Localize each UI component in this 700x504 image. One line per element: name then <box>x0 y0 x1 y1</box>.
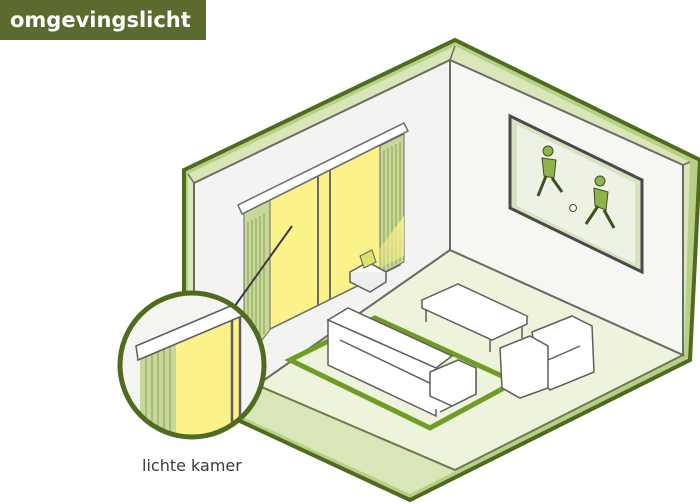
coffee-table <box>420 283 529 352</box>
soccer-players-icon <box>536 145 616 229</box>
caption-label: lichte kamer <box>142 456 242 475</box>
projector-icon <box>348 216 404 293</box>
page-title: omgevingslicht <box>0 0 206 40</box>
sofa <box>326 307 477 418</box>
tv-screen <box>508 113 644 275</box>
magnifier-callout <box>117 290 267 440</box>
armchair <box>499 315 595 399</box>
